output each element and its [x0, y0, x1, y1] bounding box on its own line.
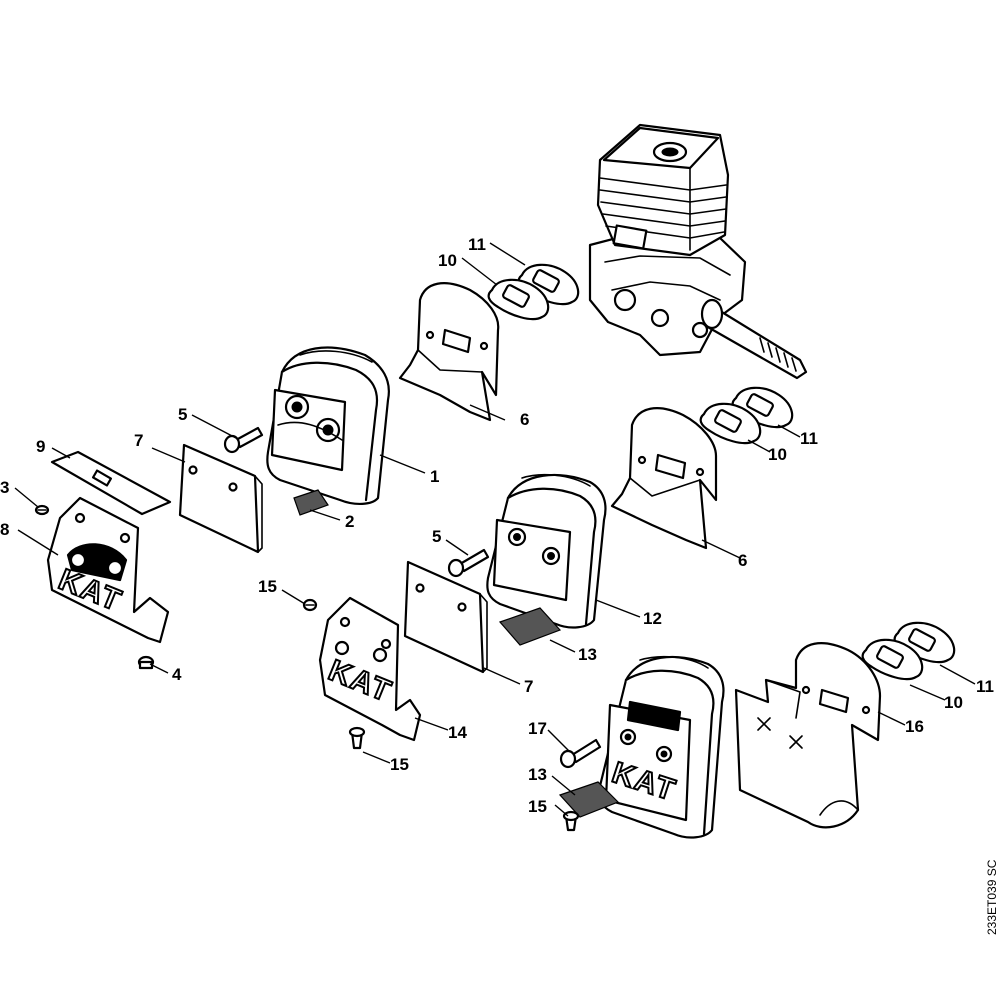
spark-screen-13-mid — [498, 607, 562, 646]
callout-13-mid: 13 — [578, 645, 597, 664]
callout-1: 1 — [430, 467, 439, 486]
screw-15-mid — [302, 598, 318, 612]
callout-labels: 11 10 6 1 5 2 7 9 3 8 4 11 10 6 5 12 13 … — [0, 235, 994, 816]
callout-8: 8 — [0, 520, 9, 539]
callout-10-mid: 10 — [768, 445, 787, 464]
screw-15-bottom — [562, 810, 580, 832]
callout-7-mid: 7 — [524, 677, 533, 696]
callout-2: 2 — [345, 512, 354, 531]
callout-17: 17 — [528, 719, 547, 738]
muffler-12 — [486, 473, 607, 629]
drawing-code: 233ET039 SC — [985, 859, 999, 935]
callout-11-mid: 11 — [800, 429, 818, 448]
screw-3 — [34, 504, 50, 516]
screw-4 — [137, 655, 155, 670]
callout-13-bottom: 13 — [528, 765, 547, 784]
callout-10-bottom: 10 — [944, 693, 963, 712]
heat-shield-6-top — [398, 282, 500, 422]
gasket-10-mid — [699, 402, 762, 445]
callout-6-mid: 6 — [738, 551, 747, 570]
muffler-1 — [266, 346, 390, 505]
spark-screen-2 — [293, 489, 329, 516]
callout-15-bottom: 15 — [528, 797, 547, 816]
callout-15-mid: 15 — [258, 577, 277, 596]
leader-lines — [14, 242, 976, 817]
spark-screen-13-bottom — [558, 781, 620, 818]
callout-11-top: 11 — [468, 235, 486, 254]
callout-10-top: 10 — [438, 251, 457, 270]
gasket-10-top — [487, 278, 550, 321]
callout-3: 3 — [0, 478, 9, 497]
heat-shield-6-mid — [610, 407, 718, 550]
callout-16: 16 — [905, 717, 924, 736]
cover-plate-7-top — [178, 443, 263, 554]
screw-17 — [559, 738, 602, 769]
callout-14: 14 — [448, 723, 467, 742]
callout-12: 12 — [643, 609, 662, 628]
callout-11-bottom: 11 — [976, 677, 994, 696]
screw-5-top — [223, 426, 264, 454]
callout-9: 9 — [36, 437, 45, 456]
callout-15-lower: 15 — [390, 755, 409, 774]
screw-15-lower — [348, 726, 366, 750]
heat-shield-16 — [734, 642, 882, 829]
cover-plate-7-mid — [403, 560, 488, 674]
gasket-10-bottom — [861, 638, 924, 681]
catalyst-cover-14: KAT — [318, 596, 422, 742]
gasket-9 — [50, 450, 172, 516]
catalyst-muffler: KAT — [598, 655, 725, 839]
callout-6-top: 6 — [520, 410, 529, 429]
callout-7-top: 7 — [134, 431, 143, 450]
callout-5-mid: 5 — [432, 527, 441, 546]
engine-assembly — [588, 123, 808, 380]
screw-5-mid — [447, 548, 490, 578]
callout-4: 4 — [172, 665, 182, 684]
catalyst-cover-8: KAT — [46, 496, 170, 644]
callout-5-top: 5 — [178, 405, 187, 424]
